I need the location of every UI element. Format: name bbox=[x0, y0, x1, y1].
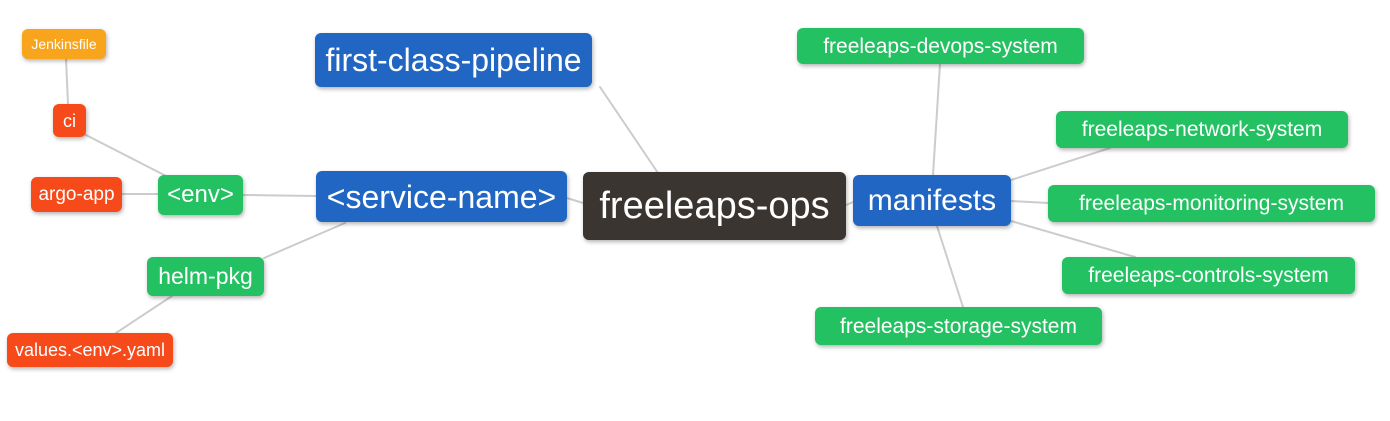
edge-first-class-pipeline-freeleaps-ops bbox=[599, 86, 659, 174]
edge-service-name-freeleaps-ops bbox=[566, 197, 584, 204]
mindmap-node-network-system[interactable]: freeleaps-network-system bbox=[1056, 111, 1348, 148]
edge-manifests-devops-system bbox=[932, 63, 941, 176]
mindmap-node-argo-app[interactable]: argo-app bbox=[31, 177, 122, 212]
edge-helm-pkg-values-env-yaml bbox=[115, 295, 173, 334]
edge-manifests-controls-system bbox=[1010, 220, 1136, 258]
mindmap-node-jenkinsfile[interactable]: Jenkinsfile bbox=[22, 29, 106, 59]
mindmap-node-env[interactable]: <env> bbox=[158, 175, 243, 215]
mindmap-node-manifests[interactable]: manifests bbox=[853, 175, 1011, 226]
edge-ci-env bbox=[83, 133, 169, 178]
mindmap-node-ci[interactable]: ci bbox=[53, 104, 86, 137]
mindmap-node-storage-system[interactable]: freeleaps-storage-system bbox=[815, 307, 1102, 345]
mindmap-node-first-class-pipeline[interactable]: first-class-pipeline bbox=[315, 33, 592, 87]
mindmap-node-helm-pkg[interactable]: helm-pkg bbox=[147, 257, 264, 296]
edge-manifests-monitoring-system bbox=[1010, 200, 1049, 204]
mindmap-node-values-env-yaml[interactable]: values.<env>.yaml bbox=[7, 333, 173, 367]
edge-service-name-helm-pkg bbox=[263, 222, 346, 259]
edge-jenkinsfile-ci bbox=[65, 58, 69, 105]
edge-manifests-network-system bbox=[1010, 147, 1111, 181]
edge-env-service-name bbox=[242, 194, 317, 197]
mindmap-node-freeleaps-ops[interactable]: freeleaps-ops bbox=[583, 172, 846, 240]
mindmap-node-devops-system[interactable]: freeleaps-devops-system bbox=[797, 28, 1084, 64]
mindmap-node-monitoring-system[interactable]: freeleaps-monitoring-system bbox=[1048, 185, 1375, 222]
edge-manifests-storage-system bbox=[936, 225, 964, 308]
edge-freeleaps-ops-manifests bbox=[845, 201, 854, 206]
mindmap-node-controls-system[interactable]: freeleaps-controls-system bbox=[1062, 257, 1355, 294]
mindmap-node-service-name[interactable]: <service-name> bbox=[316, 171, 567, 222]
